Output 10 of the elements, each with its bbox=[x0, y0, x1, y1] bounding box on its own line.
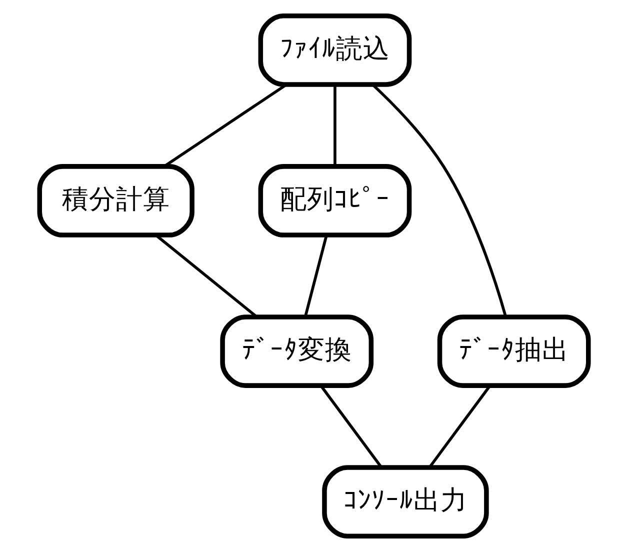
node-box: ﾌｧｲﾙ読込 bbox=[258, 14, 412, 87]
node-box: ﾃﾞｰﾀ変換 bbox=[220, 314, 374, 388]
node-box: ﾃﾞｰﾀ抽出 bbox=[437, 314, 591, 388]
node-box: 積分計算 bbox=[37, 164, 194, 238]
connector bbox=[304, 234, 328, 318]
node-box: ｺﾝｿｰﾙ出力 bbox=[322, 465, 489, 538]
connector bbox=[155, 234, 258, 318]
connector bbox=[334, 84, 336, 166]
connector bbox=[372, 84, 507, 317]
node-box: 配列ｺﾋﾟｰ bbox=[258, 164, 412, 238]
